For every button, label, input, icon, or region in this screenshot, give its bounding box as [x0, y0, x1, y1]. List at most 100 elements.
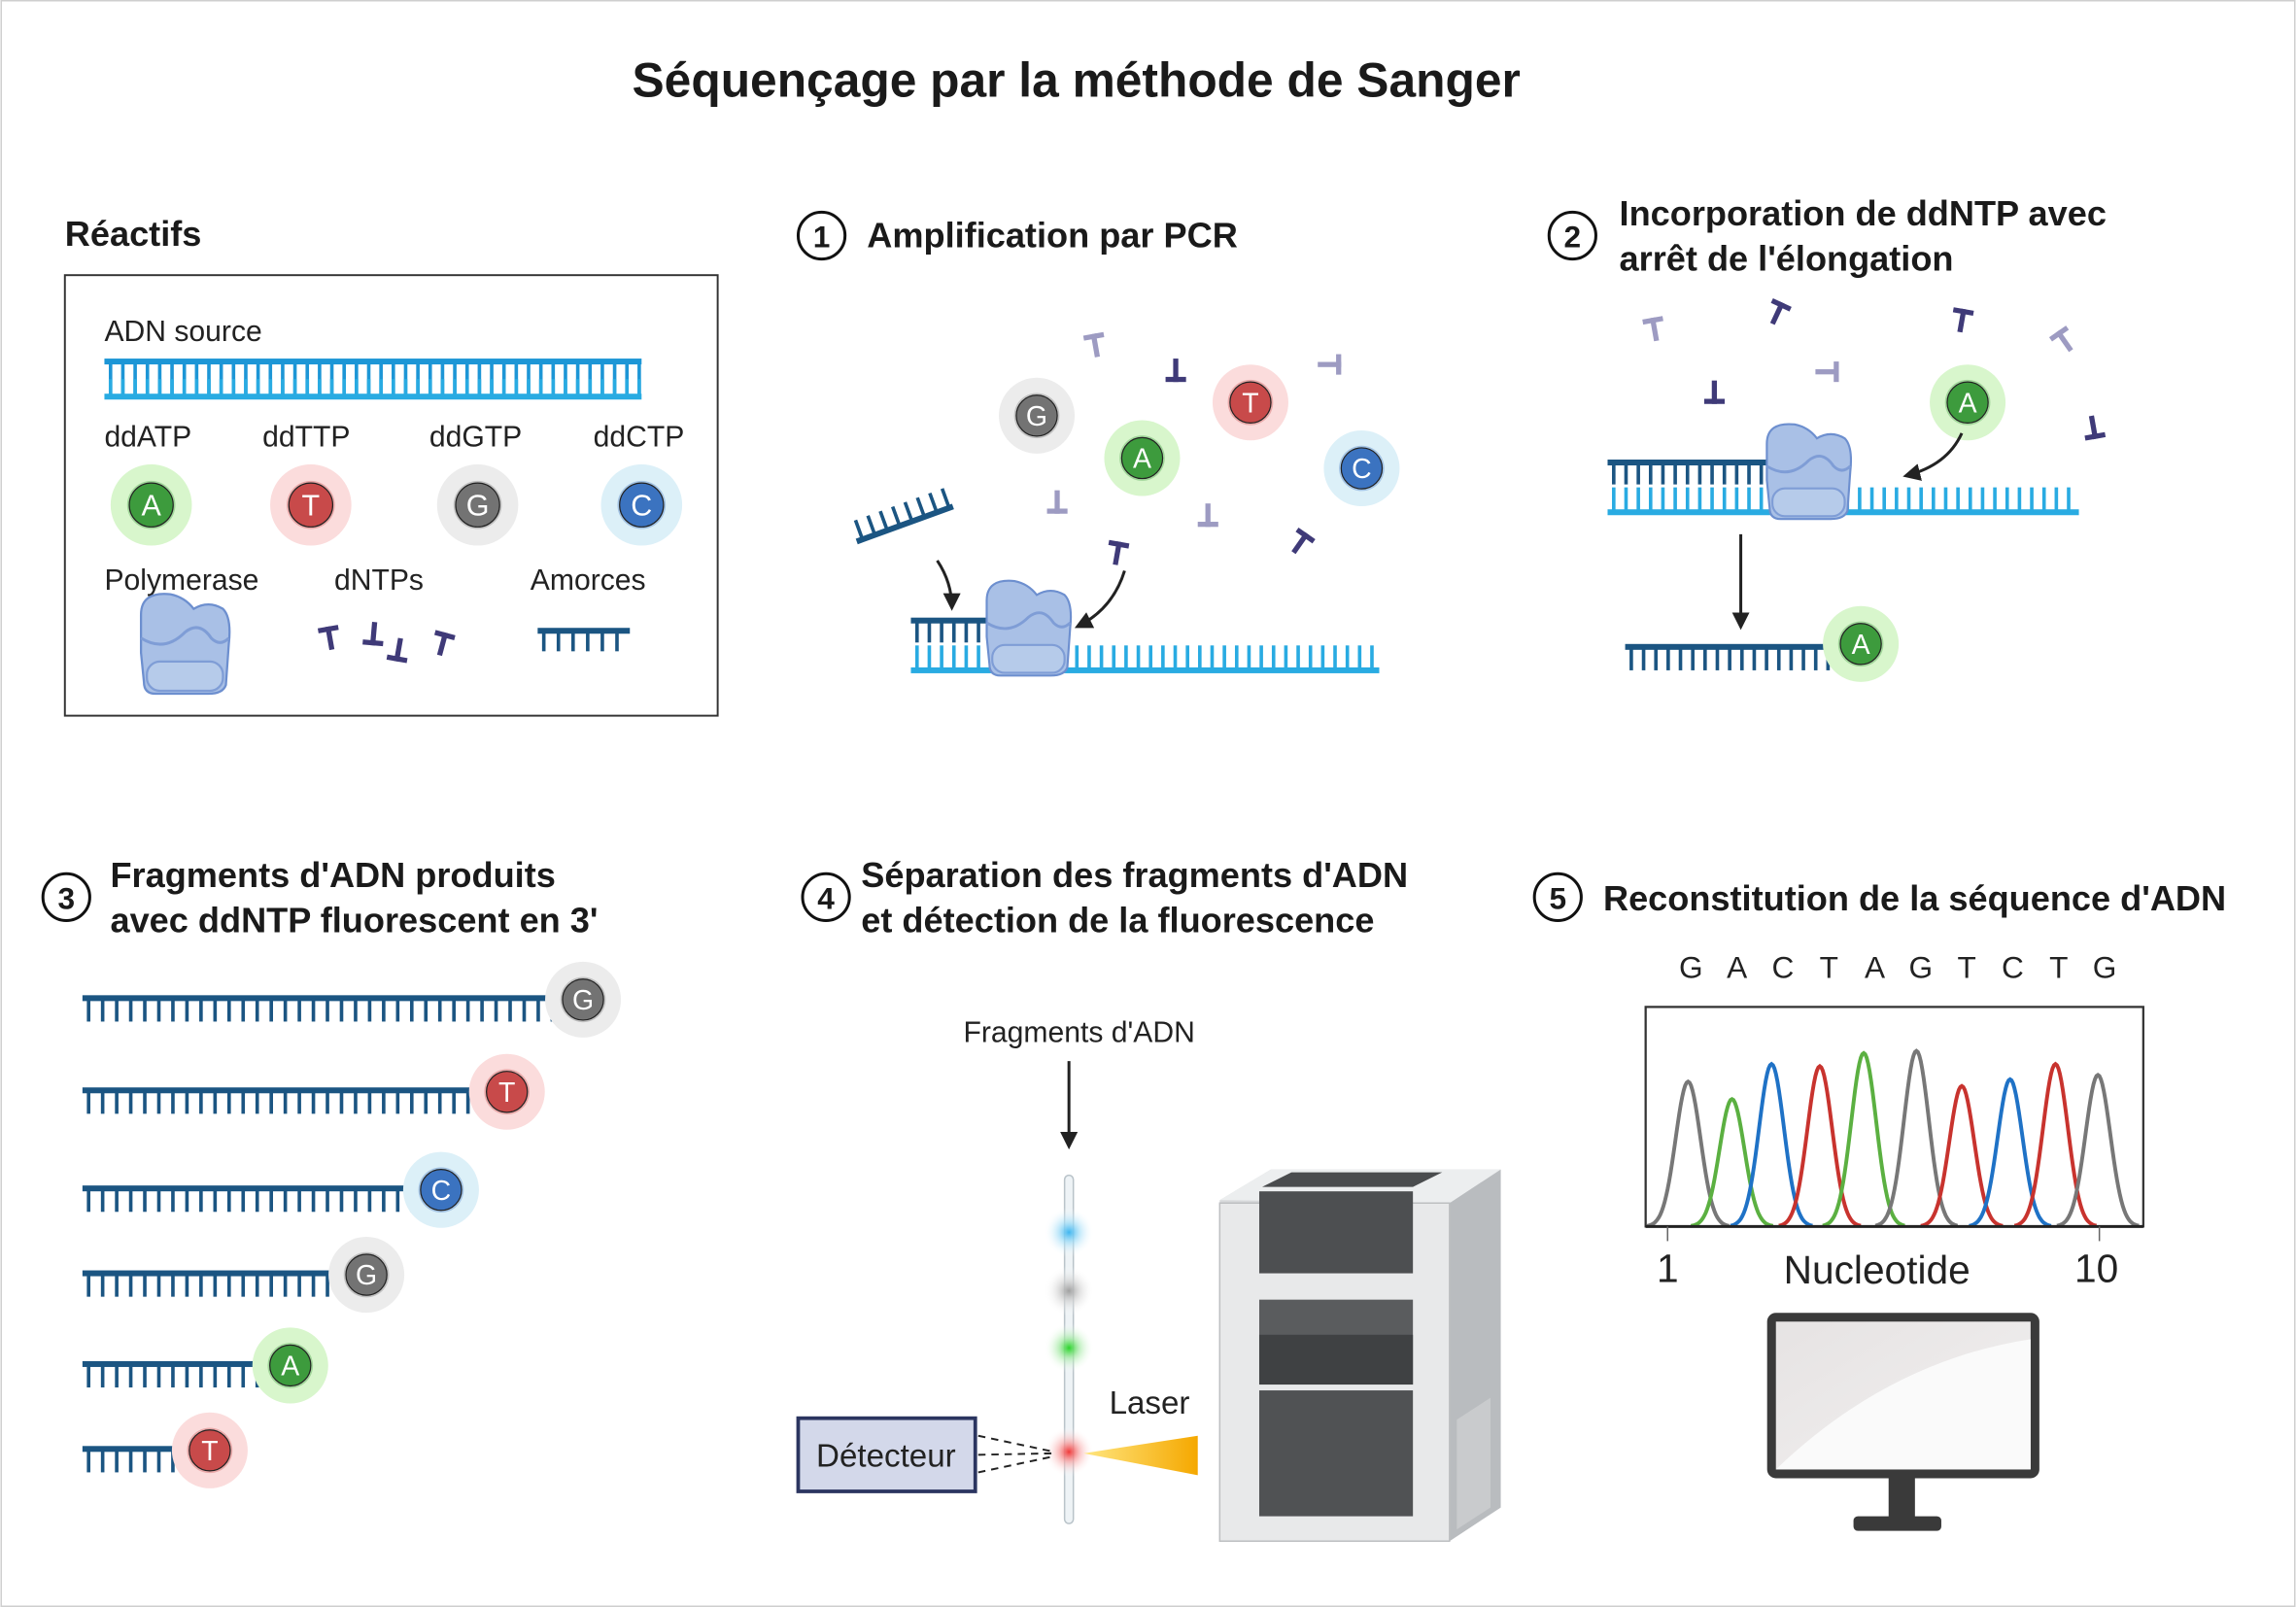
nucleotide-letter: T — [498, 1077, 515, 1109]
reactifs-box — [63, 274, 719, 717]
fluorescent-band-C — [1044, 1207, 1094, 1257]
base-tick — [1765, 646, 1768, 670]
base-tick — [600, 631, 604, 652]
fragment-4: G — [82, 1237, 405, 1314]
base-tick — [354, 1188, 358, 1213]
base-tick — [1789, 646, 1794, 670]
base-tick — [342, 379, 347, 397]
fragment-strand — [82, 1087, 484, 1114]
base-tick — [100, 1090, 105, 1114]
terminal-ddatp: A — [1823, 605, 1900, 682]
base-tick — [1075, 645, 1079, 670]
base-tick — [508, 998, 512, 1022]
step4-title-line1: Séparation des fragments d'ADN — [861, 855, 1408, 895]
strand-backbone — [855, 503, 954, 545]
base-tick — [501, 379, 506, 397]
base-tick — [226, 1273, 231, 1297]
base-tick — [100, 1188, 105, 1213]
base-tick — [367, 1188, 372, 1213]
base-tick — [1673, 462, 1677, 485]
source-dna-icon — [104, 359, 642, 400]
base-tick — [1993, 487, 1997, 513]
nucleotide-letter: A — [281, 1351, 299, 1383]
base-tick — [1112, 645, 1116, 670]
nucleotide-T: T — [171, 1412, 248, 1488]
base-tick — [1722, 487, 1727, 513]
base-tick — [1895, 487, 1899, 513]
base-tick — [1734, 487, 1739, 513]
base-tick — [1932, 487, 1936, 513]
nucleotide-core — [1120, 436, 1164, 480]
dntp-icon — [1291, 527, 1316, 555]
base-tick — [453, 379, 457, 397]
polymerase-icon — [139, 593, 231, 696]
base-tick — [241, 998, 246, 1022]
base-tick — [1739, 646, 1744, 670]
base-tick — [255, 1090, 259, 1114]
base-tick — [2041, 487, 2046, 513]
polymerase-fold — [140, 626, 230, 646]
base-tick — [100, 998, 105, 1022]
sequence-letter: T — [1958, 949, 1976, 984]
base-tick — [1624, 462, 1628, 485]
base-tick — [914, 645, 919, 670]
peak-3-C — [1730, 1061, 1813, 1228]
base-tick — [226, 998, 231, 1022]
base-tick — [615, 631, 619, 652]
dntp-icon — [1318, 354, 1342, 375]
base-tick — [311, 1188, 316, 1213]
reactifs-panel: Réactifs ADN source ddATP ddTTP ddGTP dd… — [63, 214, 719, 717]
dntp-icon — [1642, 316, 1663, 342]
base-tick — [1259, 645, 1263, 670]
nucleotide-G: G — [999, 377, 1076, 454]
base-tick — [1956, 487, 1960, 513]
base-tick — [115, 1363, 119, 1388]
base-tick — [231, 379, 236, 397]
base-tick — [395, 1090, 400, 1114]
base-tick — [292, 379, 297, 397]
base-tick — [339, 998, 344, 1022]
base-tick — [1099, 645, 1104, 670]
base-tick — [143, 1273, 147, 1297]
dntp-icon — [1082, 331, 1105, 358]
strand-backbone — [82, 1446, 188, 1453]
base-tick — [241, 1188, 246, 1213]
dntp-icon — [1703, 380, 1726, 404]
dntp-stem — [1711, 380, 1718, 404]
nucleotide-letter: G — [1026, 401, 1047, 432]
strand-backbone — [104, 359, 642, 365]
primer-floating — [853, 488, 954, 545]
base-tick — [269, 1090, 273, 1114]
base-tick — [480, 998, 484, 1022]
nucleotide-core — [128, 482, 174, 528]
base-tick — [1234, 645, 1239, 670]
nucleotide-letter: G — [356, 1260, 377, 1291]
dntp-stem — [1090, 333, 1101, 358]
base-tick — [213, 1090, 218, 1114]
dntp-stem — [2055, 329, 2073, 353]
base-tick — [1612, 462, 1616, 485]
nucleotide-letter: A — [1852, 630, 1870, 661]
base-tick — [297, 1188, 301, 1213]
base-tick — [600, 379, 604, 397]
dntp-stem — [1291, 531, 1310, 555]
nucleotide-T: T — [1212, 364, 1288, 441]
base-tick — [199, 998, 203, 1022]
base-tick — [171, 1273, 175, 1297]
detector-label: Détecteur — [816, 1438, 956, 1474]
base-tick — [311, 1273, 316, 1297]
nucleotide-T: T — [468, 1053, 545, 1130]
base-tick — [1222, 645, 1226, 670]
base-tick — [465, 998, 470, 1022]
base-tick — [1654, 646, 1659, 670]
base-tick — [1759, 462, 1764, 485]
base-tick — [1612, 487, 1616, 513]
base-tick — [86, 998, 90, 1022]
base-tick — [409, 1090, 414, 1114]
base-tick — [86, 1449, 90, 1473]
base-tick — [1296, 645, 1300, 670]
polymerase-base — [1771, 487, 1846, 518]
strand-backbone — [1607, 460, 1823, 466]
peak-6-G — [1874, 1048, 1959, 1228]
